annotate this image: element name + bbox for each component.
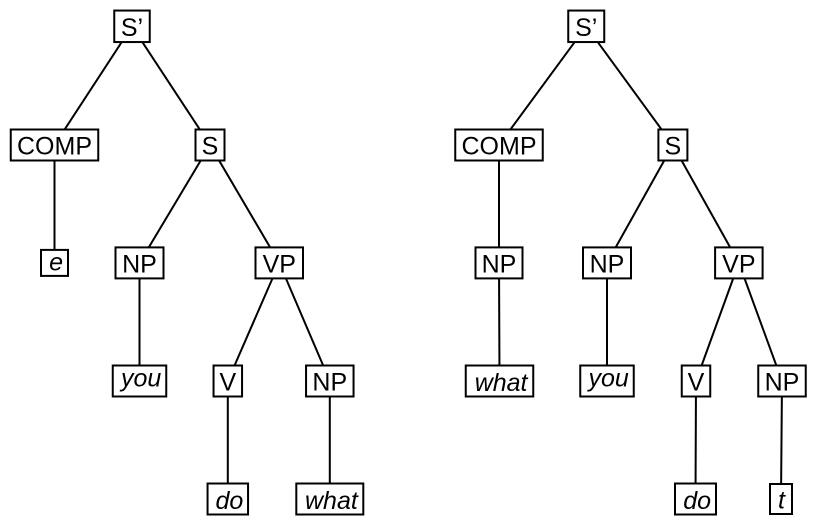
svg-text:you: you	[119, 365, 161, 393]
svg-text:NP: NP	[590, 251, 625, 279]
svg-text:V: V	[688, 369, 705, 397]
svg-text:t: t	[778, 486, 786, 514]
svg-text:VP: VP	[263, 251, 296, 279]
svg-text:e: e	[49, 249, 63, 277]
svg-text:do: do	[215, 487, 243, 515]
svg-text:COMP: COMP	[462, 133, 537, 161]
svg-text:S: S	[665, 133, 682, 161]
svg-text:NP: NP	[312, 369, 347, 397]
svg-text:COMP: COMP	[17, 133, 92, 161]
svg-text:V: V	[219, 369, 236, 397]
svg-text:what: what	[305, 487, 359, 515]
svg-text:S’: S’	[575, 14, 597, 42]
svg-text:NP: NP	[122, 251, 157, 279]
svg-text:you: you	[586, 365, 628, 393]
svg-text:VP: VP	[722, 251, 755, 279]
svg-text:S: S	[202, 133, 219, 161]
svg-text:do: do	[683, 487, 711, 515]
svg-text:NP: NP	[765, 369, 800, 397]
svg-text:NP: NP	[482, 251, 517, 279]
svg-text:what: what	[475, 369, 529, 397]
svg-text:S’: S’	[121, 14, 143, 42]
